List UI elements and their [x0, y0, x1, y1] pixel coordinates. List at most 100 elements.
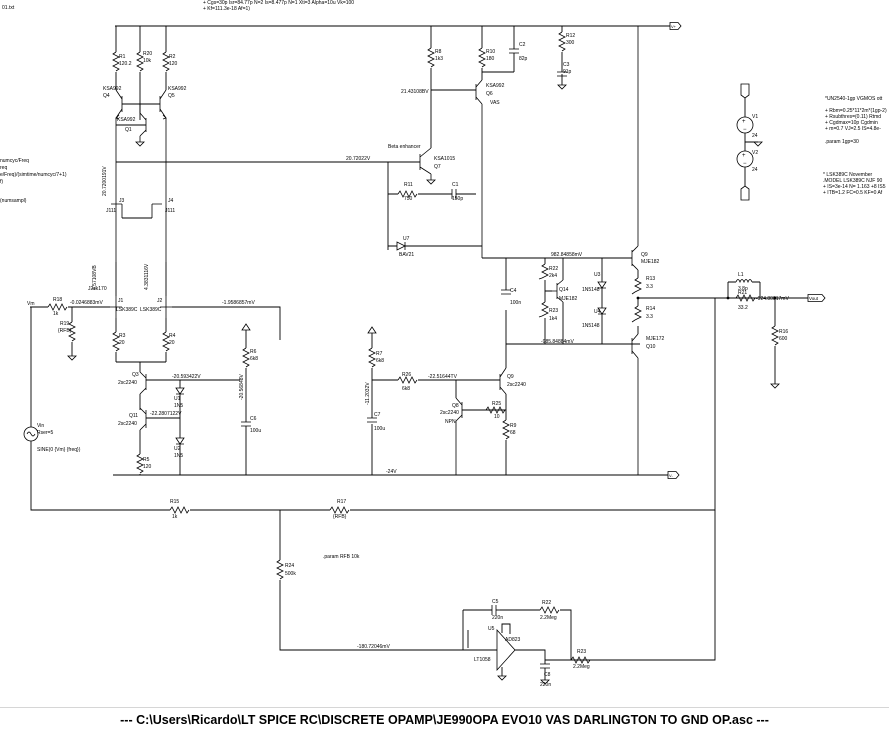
capacitor-C5[interactable] [491, 605, 497, 615]
directive-param-rfb: .param RFB 10k [323, 554, 360, 560]
capacitor-C3[interactable] [557, 71, 567, 77]
capacitor-C4[interactable] [501, 289, 511, 295]
resistor-R14[interactable] [631, 305, 642, 323]
resistor-R7[interactable] [368, 347, 376, 368]
jfet-J4[interactable] [151, 198, 167, 262]
R14-value: 3.3 [646, 314, 653, 320]
C2-value: 82p [519, 56, 528, 62]
jfet-J3[interactable] [111, 198, 123, 262]
transistor-Q11[interactable] [139, 407, 147, 431]
R25-value: 10 [494, 414, 500, 420]
current-mirror: R1 120.2 R20 10k R2 120 KSA992 Q4 KSA992… [102, 26, 187, 198]
resistor-R22[interactable] [538, 263, 549, 280]
R16-value: 600 [779, 336, 788, 342]
jfet-J1[interactable] [110, 296, 122, 318]
resistor-R22-servo[interactable] [539, 606, 560, 614]
resistor-R24[interactable] [276, 559, 284, 580]
C8-name: C8 [544, 672, 551, 678]
transistor-Q4[interactable] [115, 89, 123, 198]
Q5-name: Q5 [168, 93, 175, 99]
resistor-R21[interactable] [735, 294, 756, 302]
resistor-R4[interactable] [162, 331, 170, 352]
C4-name: C4 [510, 288, 517, 294]
resistor-R20[interactable] [136, 51, 144, 72]
ground-symbol [135, 141, 145, 147]
resistor-R25[interactable] [485, 406, 506, 414]
R26-name: R26 [402, 372, 411, 378]
resistor-R8[interactable] [427, 47, 435, 68]
U2-name: U2 [174, 446, 181, 452]
voltage-source-V2[interactable] [736, 150, 754, 168]
j2sk-label: J2sk170 [88, 286, 107, 292]
Q14-name: Q14 [559, 287, 569, 293]
C7-name: C7 [374, 412, 381, 418]
diode-U3[interactable] [597, 281, 607, 289]
net-label-neg22: -22.2807122V [150, 411, 182, 417]
vminus-label: V- [669, 473, 673, 478]
directive-left-5: (numsampl) [0, 198, 27, 204]
resistor-R23[interactable] [538, 301, 549, 318]
resistor-R6[interactable] [242, 347, 250, 368]
transistor-Q6[interactable] [475, 79, 483, 258]
jfet-J2[interactable] [160, 296, 172, 318]
resistor-R16[interactable] [771, 325, 779, 346]
resistor-R3[interactable] [112, 331, 120, 352]
resistor-R2[interactable] [162, 51, 170, 72]
R23b-value: 2.2Meg [573, 664, 590, 670]
transistor-Q14[interactable] [552, 279, 564, 303]
transistor-Q3[interactable] [139, 371, 147, 395]
led-U1[interactable] [175, 387, 185, 395]
opamp-U5[interactable] [496, 628, 516, 672]
transistor-Q1[interactable] [139, 112, 147, 142]
led-U2[interactable] [175, 437, 185, 445]
R3-name: R3 [119, 333, 126, 339]
net-label-neg20: -20.593422V [172, 374, 201, 380]
resistor-R18[interactable] [47, 303, 68, 311]
R13-name: R13 [646, 276, 655, 282]
net-label-in: -0.0246883mV [70, 300, 103, 306]
voltage-source-V1[interactable] [736, 116, 754, 134]
capacitor-C8[interactable] [540, 663, 550, 669]
capacitor-C6[interactable] [241, 421, 251, 427]
resistor-R19[interactable] [68, 321, 76, 342]
diode-U4[interactable] [597, 307, 607, 315]
resistor-R10[interactable] [478, 47, 486, 68]
Q11-model: 2sc2240 [118, 421, 137, 427]
resistor-R15[interactable] [169, 506, 190, 514]
resistor-R9[interactable] [502, 419, 510, 440]
R9-name: R9 [510, 423, 517, 429]
transistor-Q12[interactable] [631, 26, 639, 271]
transistor-Q10[interactable] [631, 333, 639, 475]
transistor-Q7[interactable] [419, 147, 432, 180]
diode-U7[interactable] [396, 241, 406, 251]
transistor-Q9[interactable] [499, 367, 507, 395]
net-label-neg11: -11.2032V [365, 382, 371, 405]
R10-value: 180 [486, 56, 495, 62]
U5-model: AD823 [505, 637, 521, 643]
R14-name: R14 [646, 306, 655, 312]
J2-model: LSK389C [140, 307, 162, 313]
capacitor-C2[interactable] [509, 48, 519, 54]
resistor-R1[interactable] [112, 51, 120, 72]
R24-value: 500k [285, 571, 296, 577]
v2-bottom-flag [740, 185, 750, 201]
resistor-R5[interactable] [136, 453, 144, 474]
U1-model: 1N5 [174, 403, 183, 409]
resistor-R23-servo[interactable] [570, 656, 591, 664]
resistor-R17[interactable] [329, 506, 350, 514]
L1-name: L1 [738, 272, 744, 278]
net-label-207: 20.7200191V [102, 166, 108, 196]
R2-value: 120 [169, 61, 178, 67]
resistor-R26[interactable] [397, 376, 418, 384]
R7-name: R7 [376, 351, 383, 357]
transistor-Q5[interactable] [159, 89, 167, 198]
resistor-R13[interactable] [631, 277, 642, 295]
resistor-R12[interactable] [558, 31, 566, 52]
inductor-L1[interactable] [735, 279, 753, 284]
vas-stage: R8 1k3 R10 180 C2 82p R12 300 C3 91p KSA… [401, 26, 575, 258]
net-label-20: 20.72022V [346, 156, 371, 162]
R23b-name: R23 [577, 649, 586, 655]
R19-value: {RFB} [58, 328, 72, 334]
capacitor-C7[interactable] [367, 417, 377, 423]
resistor-R11[interactable] [397, 190, 418, 198]
